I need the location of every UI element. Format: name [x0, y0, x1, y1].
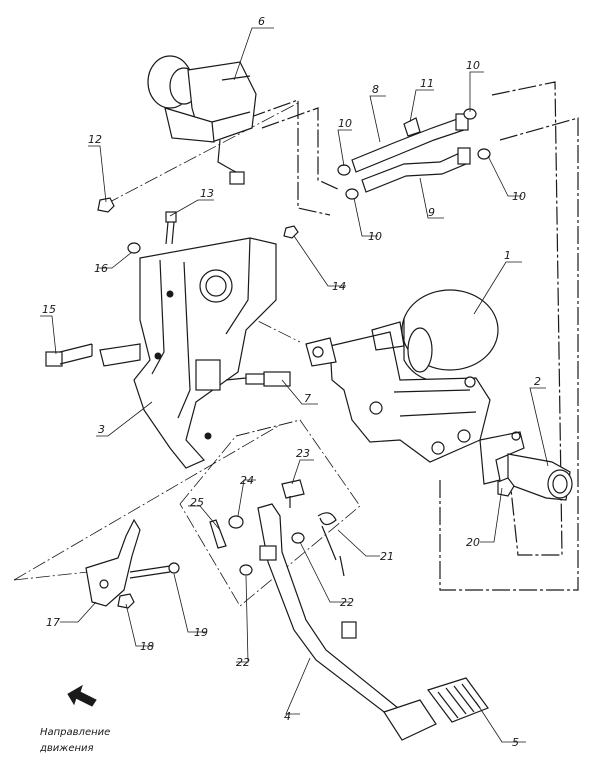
callout-10c: 10 — [512, 190, 526, 203]
callout-labels: 1 2 3 4 5 6 7 8 9 10 10 10 10 11 12 13 1… — [42, 15, 541, 749]
caption-line-1: Направление — [40, 727, 111, 738]
callout-14: 14 — [332, 280, 346, 293]
callout-9: 9 — [428, 206, 435, 219]
callout-25: 25 — [190, 496, 204, 509]
callout-12: 12 — [88, 133, 102, 146]
nut-12 — [97, 197, 115, 213]
callout-23: 23 — [296, 447, 310, 460]
hose-fitting — [479, 431, 573, 501]
brake-tubes — [337, 108, 491, 200]
master-cylinder — [305, 289, 499, 463]
callout-18: 18 — [140, 640, 154, 653]
callout-7: 7 — [304, 392, 311, 405]
callout-22a: 22 — [340, 596, 354, 609]
fluid-reservoir — [147, 55, 257, 185]
callout-6: 6 — [258, 15, 265, 28]
stop-light-switch — [225, 371, 291, 387]
callout-22b: 22 — [236, 656, 250, 669]
pedal-bracket — [99, 237, 277, 469]
callout-5: 5 — [512, 736, 519, 749]
callout-10b: 10 — [338, 117, 352, 130]
callout-15: 15 — [42, 303, 56, 316]
callout-1: 1 — [504, 249, 511, 262]
leader-lines — [40, 27, 549, 743]
callout-13: 13 — [200, 187, 214, 200]
callout-3: 3 — [98, 423, 105, 436]
callout-21: 21 — [380, 550, 394, 563]
callout-10a: 10 — [466, 59, 480, 72]
caption-line-2: движения — [40, 743, 94, 754]
callout-11: 11 — [420, 77, 434, 90]
callout-4: 4 — [284, 710, 291, 723]
callout-2: 2 — [534, 375, 541, 388]
callout-24: 24 — [240, 474, 254, 487]
brake-pedal-arm — [257, 503, 399, 719]
callout-20: 20 — [466, 536, 480, 549]
arrow-left-up-icon — [67, 684, 97, 707]
direction-caption: Направление движения — [40, 725, 110, 757]
callout-8: 8 — [372, 83, 379, 96]
lower-bracket — [85, 518, 141, 607]
callout-19: 19 — [194, 626, 208, 639]
callout-17: 17 — [46, 616, 60, 629]
fasteners — [45, 211, 299, 603]
nut-18 — [117, 593, 135, 609]
detail-group — [179, 419, 361, 607]
callout-10d: 10 — [368, 230, 382, 243]
callout-16: 16 — [94, 262, 108, 275]
pedal-pad — [383, 677, 489, 741]
